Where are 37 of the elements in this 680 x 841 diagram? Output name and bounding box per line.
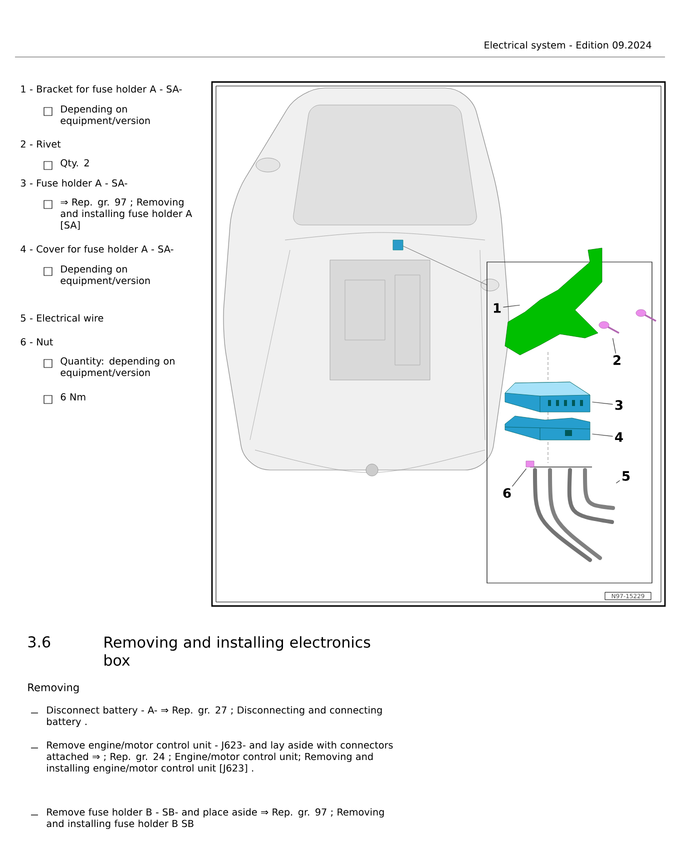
callout-number: 3 bbox=[615, 400, 622, 410]
callout-number: 2 bbox=[614, 355, 620, 365]
part-note: Depending on equipment/version bbox=[60, 105, 150, 126]
leader-line bbox=[502, 304, 520, 308]
part-item: 3 - Fuse holder A - SA- bbox=[20, 179, 128, 187]
part-item: 2 - Rivet bbox=[20, 140, 61, 148]
instruction-step: Disconnect battery - A- ⇒ Rep. gr. 27 ; Disconnecting and connecting battery . bbox=[47, 706, 382, 727]
leader-line bbox=[592, 434, 614, 437]
section-number: 3.6 bbox=[28, 636, 50, 648]
part-item: 6 - Nut bbox=[20, 338, 53, 346]
leader-line bbox=[592, 402, 614, 405]
callout-number: 6 bbox=[503, 488, 511, 498]
part-note: Qty. 2 bbox=[60, 159, 89, 168]
header-text: Electrical system - Edition 09.2024 bbox=[484, 41, 652, 50]
part-note: Quantity: depending on equipment/version bbox=[60, 357, 174, 378]
cover-drawing bbox=[504, 416, 590, 440]
leader-line bbox=[616, 480, 620, 484]
leader-line bbox=[512, 468, 527, 487]
section-heading: Removing and installing electronics box bbox=[104, 636, 370, 666]
instruction-step: Remove engine/motor control unit - J623- and lay aside with connectors attached ⇒ ; Rep. gr. 24 ; Engine/motor control unit; Removing and installing engine/motor control unit [J623] . bbox=[46, 741, 393, 774]
rivet-drawing bbox=[598, 321, 620, 334]
subheading: Removing bbox=[28, 683, 79, 694]
callout-number: 1 bbox=[494, 303, 501, 313]
rivet-drawing bbox=[636, 309, 656, 322]
bracket-drawing bbox=[504, 248, 602, 356]
part-note: ⇒ Rep. gr. 97 ; Removing and installing fuse holder A [SA] bbox=[60, 198, 192, 230]
part-note: 6 Nm bbox=[60, 393, 86, 400]
part-item: 4 - Cover for fuse holder A - SA- bbox=[20, 245, 174, 253]
part-note: Depending on equipment/version bbox=[60, 265, 150, 286]
nut-drawing bbox=[526, 460, 534, 468]
callout-number: 4 bbox=[615, 432, 623, 442]
part-item: 1 - Bracket for fuse holder A - SA- bbox=[21, 85, 182, 93]
leader-line bbox=[612, 338, 616, 354]
instruction-step: Remove fuse holder B - SB- and place aside ⇒ Rep. gr. 97 ; Removing and installing fuse holder B SB bbox=[46, 808, 384, 829]
part-item: 5 - Electrical wire bbox=[20, 314, 104, 322]
fuse-holder-drawing bbox=[504, 382, 590, 412]
callout-number: 5 bbox=[622, 471, 630, 481]
